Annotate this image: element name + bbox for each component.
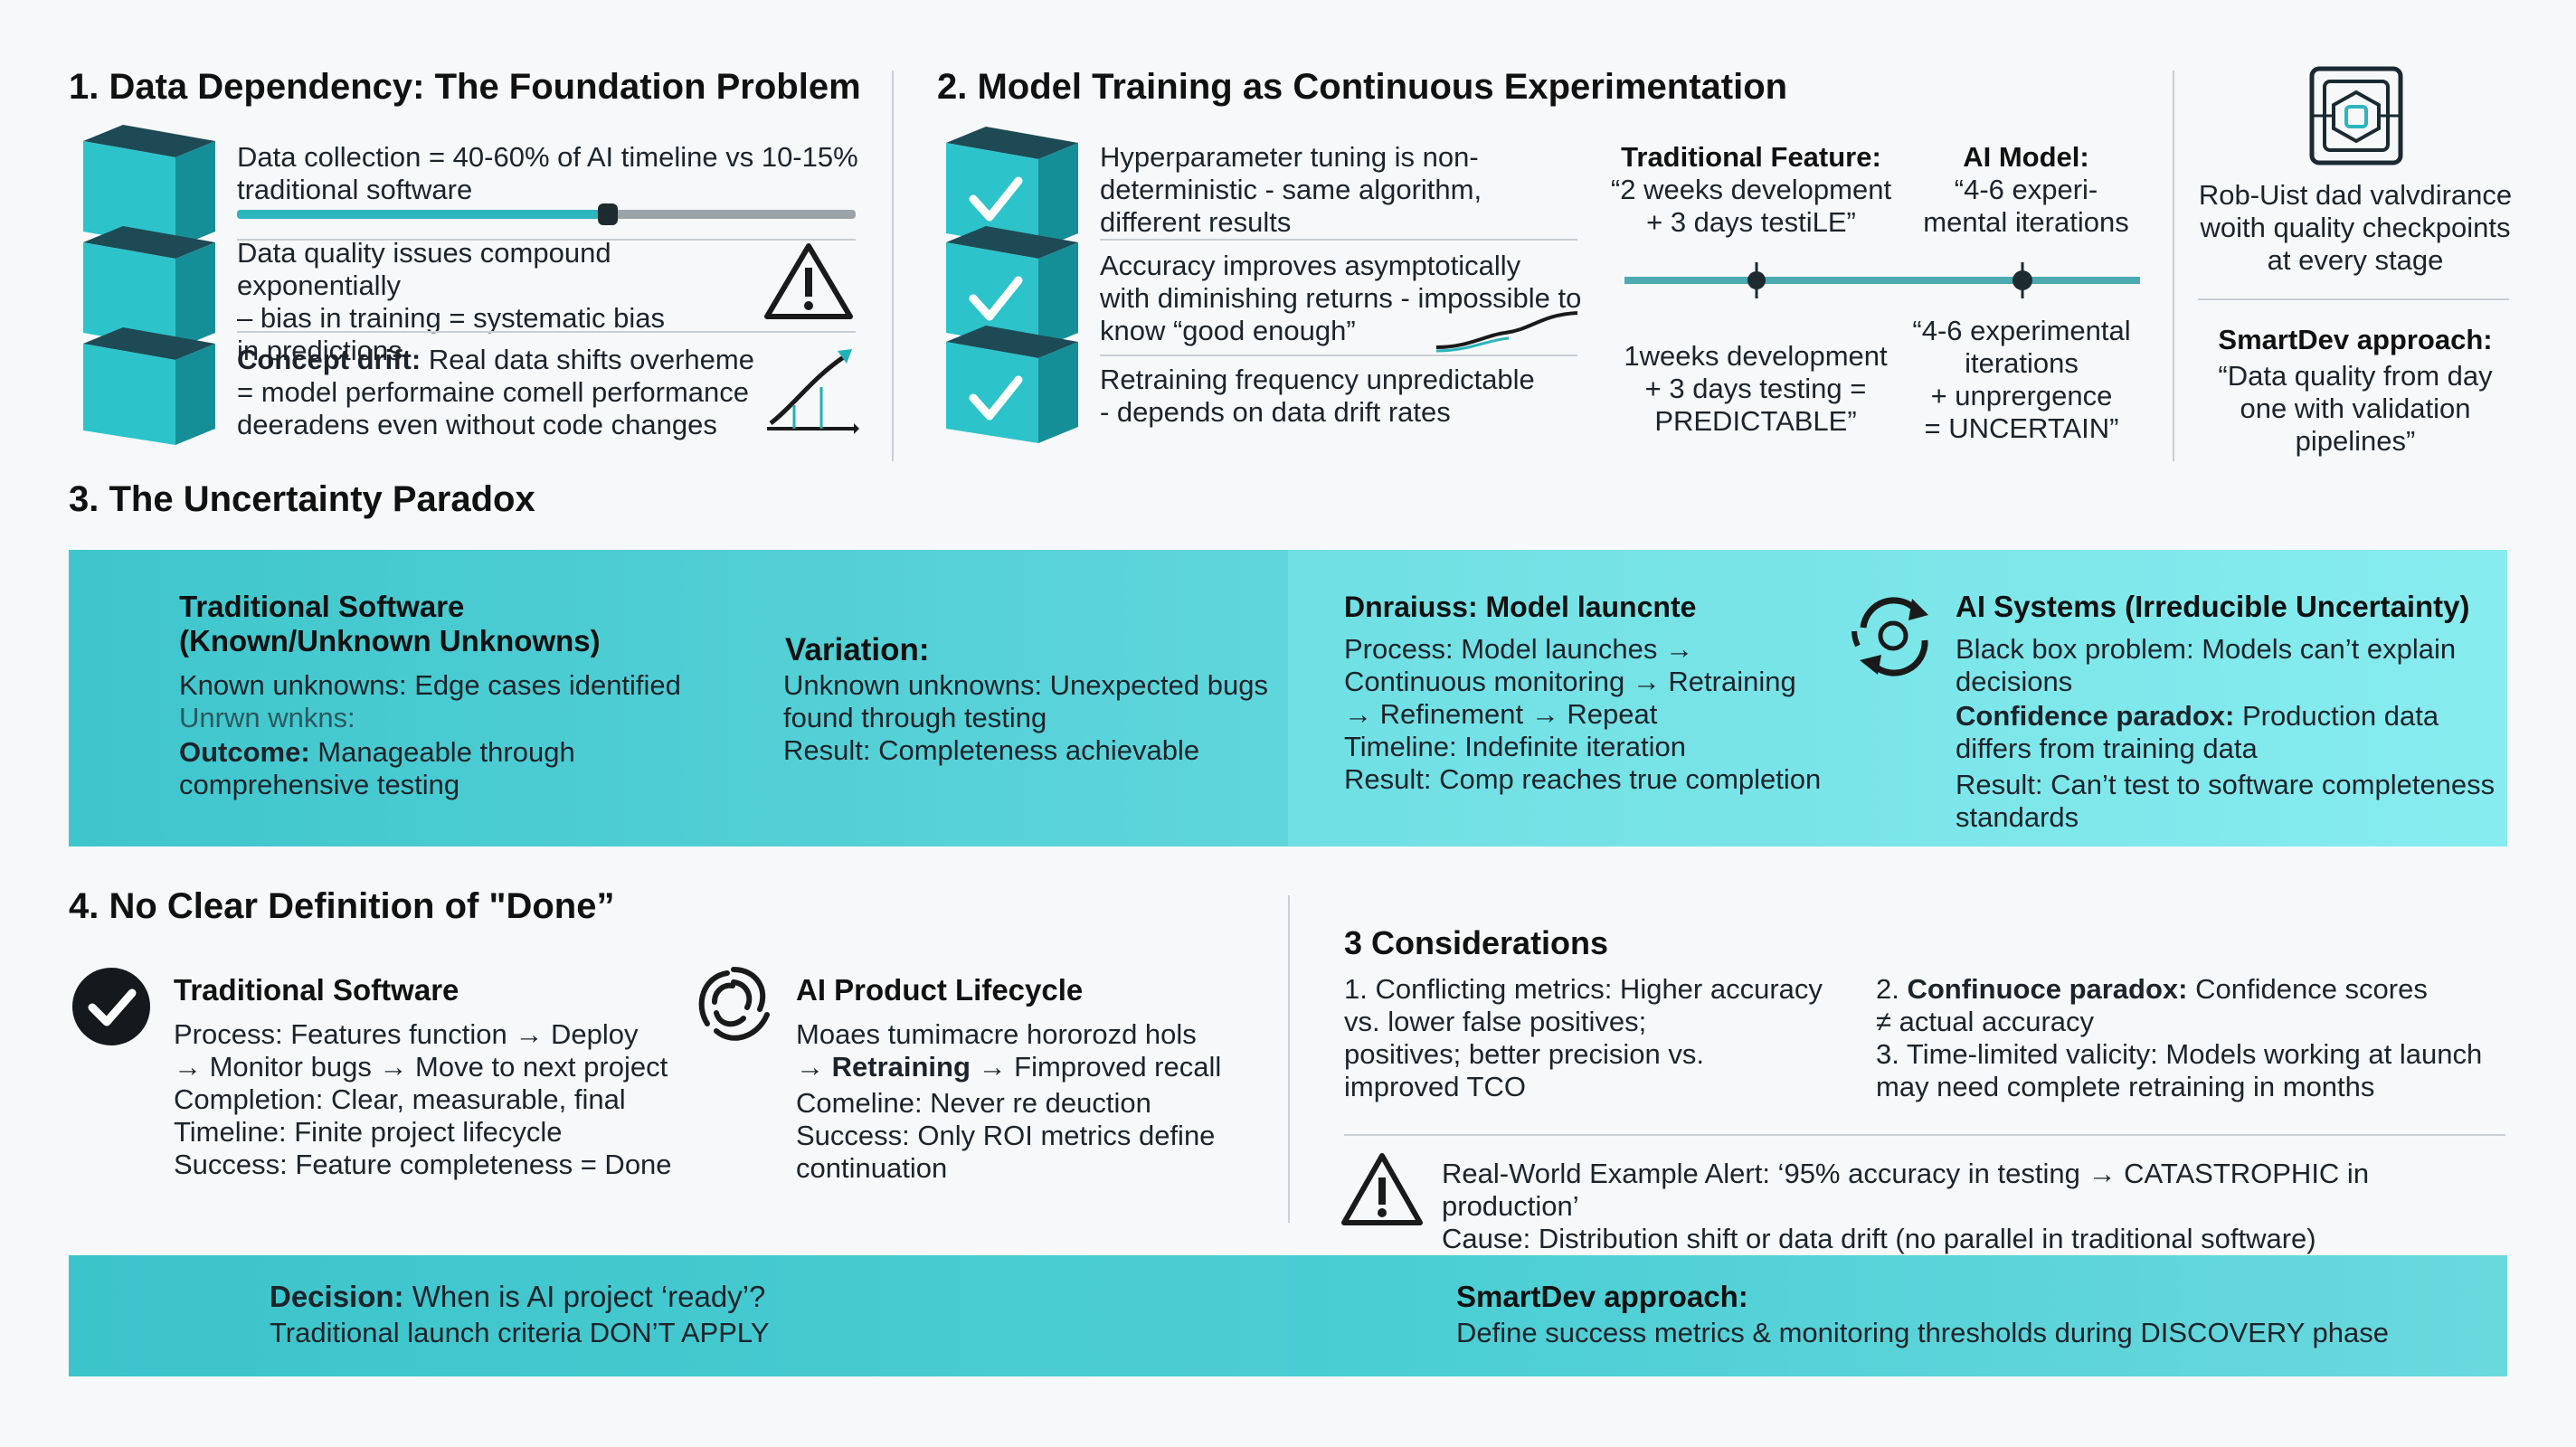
divider [892, 71, 894, 461]
s4-ai-bold: → Retraining [796, 1051, 971, 1083]
cube-icon [83, 125, 215, 248]
check-cube-icon [946, 326, 1078, 443]
alert-text: Real-World Example Alert: ‘95% accuracy … [1442, 1158, 2370, 1254]
s4-trad-head: Traditional Software [174, 973, 459, 1007]
s4-ai-head: AI Product Lifecycle [796, 973, 1084, 1007]
divider [237, 331, 856, 333]
s4-ai-line3: Comeline: Never re deuction Success: Onl… [796, 1087, 1216, 1184]
smartdev-head: SmartDev approach: [1456, 1280, 1748, 1313]
s3-col1-head: Traditional Software (Known/Unknown Unkn… [179, 590, 601, 657]
s1-item2: Data quality issues compound exponential… [237, 237, 665, 366]
divider [2198, 298, 2509, 300]
s3-col4-head: AI Systems (Irreducible Uncertainty) [1956, 590, 2470, 623]
s4-trad-text: Process: Features function → Deploy → Mo… [174, 1018, 672, 1180]
smartdev-text: Define success metrics & monitoring thre… [1456, 1317, 2389, 1348]
decision-line2: Traditional launch criteria DON’T APPLY [270, 1317, 770, 1348]
cube-stack-icon [83, 125, 215, 445]
s3-col2-head: Variation: [785, 632, 930, 667]
trad-feature-sub: “2 weeks development + 3 days testiLE” [1610, 174, 1892, 238]
check-circle-icon [72, 968, 150, 1045]
section2-title: 2. Model Training as Continuous Experime… [937, 67, 1788, 107]
section3-title: 3. The Uncertainty Paradox [69, 479, 535, 519]
divider [1344, 1134, 2505, 1136]
side-quote: “Data quality from day one with validati… [2218, 360, 2493, 457]
s3-col4-bold: Confidence paradox: [1956, 700, 2235, 732]
s3-col4-line2: Confidence paradox: Production data diff… [1956, 700, 2498, 765]
s4-ai-line1: Moaes tumimacre hororozd hols [796, 1018, 1197, 1050]
ai-swirl-icon [698, 967, 770, 1041]
trad-feature-head: Traditional Feature: [1621, 141, 1881, 173]
s2-item1: Hyperparameter tuning is non- determinis… [1100, 141, 1482, 238]
s3-col1-outcome-text: Manageable through comprehensive testing [179, 736, 575, 800]
ai-model-sub: “4-6 experi- mental iterations [1923, 174, 2129, 238]
s2-item3: Retraining frequency unpredictable - dep… [1100, 364, 1535, 428]
side-head: SmartDev approach: [2218, 324, 2493, 355]
divider [237, 239, 856, 241]
cube-icon [83, 226, 215, 349]
s1-item3-bold: Concept drift: [237, 344, 421, 375]
s3-col3-text: Process: Model launches → Continuous mon… [1344, 633, 1822, 795]
s3-col4-line1: Black box problem: Models can’t explain … [1956, 633, 2457, 697]
s1-item3: Concept drift: Real data shifts overheme [237, 344, 780, 376]
s1-item3-rest: Real data shifts overheme [421, 344, 754, 375]
considerations-right-2: 3. Time-limited valicity: Models working… [1876, 1038, 2483, 1102]
drift-chart-icon [767, 349, 859, 434]
s4-ai-line2: → Retraining → Fimproved recall [796, 1051, 1266, 1083]
s3-col2-text: Unknown unknowns: Unexpected bugs found … [783, 669, 1268, 766]
decision-band [69, 1255, 1288, 1376]
decision-bold: Decision: [270, 1280, 404, 1313]
cons-right-text: Confidence scores ≠ actual accuracy [1876, 973, 2428, 1037]
s3-col1-outcome: Outcome: Manageable through comprehensiv… [179, 736, 740, 801]
s4-ai-line2-text: → Fimproved recall [970, 1051, 1222, 1083]
decision-text: When is AI project ‘ready’? [403, 1280, 766, 1313]
considerations-left: 1. Conflicting metrics: Higher accuracy … [1344, 973, 1823, 1102]
divider [2173, 71, 2174, 461]
divider [1100, 355, 1577, 356]
s1-item1: Data collection = 40-60% of AI timeline … [237, 141, 858, 205]
s3-col1-line1: Known unknowns: Edge cases identified [179, 669, 681, 701]
ai-model-bottom: “4-6 experimental iterations + unprergen… [1912, 315, 2131, 444]
comparison-timeline [1624, 262, 2140, 298]
check-cube-stack-icon [946, 127, 1078, 443]
trad-feature-bottom: 1weeks development + 3 days testing = PR… [1624, 340, 1888, 437]
cons-right-num: 2. [1876, 973, 1908, 1005]
s3-col1-line2: Unrwn wnkns: [179, 702, 355, 733]
paradox-band-traditional [69, 550, 1288, 846]
ai-model-head: AI Model: [1963, 141, 2089, 173]
s3-col4-text: Production data differs from training da… [1956, 700, 2439, 764]
considerations-right: 2. Confinuoce paradox: Confidence scores… [1876, 973, 2509, 1038]
s2-item2: Accuracy improves asymptotically with di… [1100, 250, 1582, 346]
considerations-title: 3 Considerations [1344, 924, 1609, 961]
warning-icon [764, 243, 853, 319]
check-cube-icon [946, 226, 1078, 349]
cons-right-bold: Confinuoce paradox: [1907, 973, 2188, 1005]
check-cube-icon [946, 127, 1078, 250]
decision-line1: Decision: When is AI project ‘ready’? [270, 1279, 1174, 1315]
section4-title: 4. No Clear Definition of "Done” [69, 886, 615, 926]
s3-col4-line3: Result: Can’t test to software completen… [1956, 769, 2496, 833]
cube-icon [83, 327, 215, 445]
cycle-arrows-icon [1852, 597, 1928, 676]
s3-col1-outcome-bold: Outcome: [179, 736, 310, 768]
divider [1100, 239, 1577, 241]
data-timeline-progress [237, 203, 856, 225]
s1-item3-more: = model performaine comell performance d… [237, 376, 750, 440]
divider [1288, 895, 1290, 1223]
side-text: Rob-Uist dad valvdirance woith quality c… [2198, 179, 2513, 276]
section1-title: 1. Data Dependency: The Foundation Probl… [69, 67, 861, 107]
pipeline-chip-icon [2309, 66, 2403, 166]
alert-icon [1341, 1153, 1423, 1225]
smartdev-band [1288, 1255, 2507, 1376]
asymptote-curve-icon [1435, 311, 1578, 353]
s3-col3-head: Dnraiuss: Model launcnte [1344, 591, 1697, 623]
